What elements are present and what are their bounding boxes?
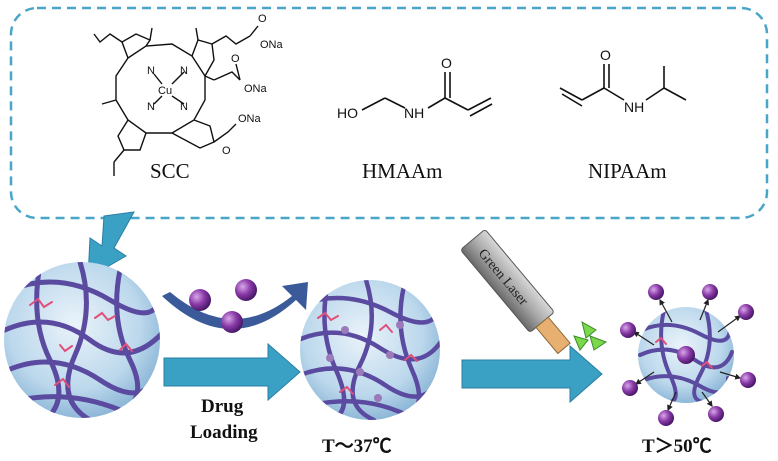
drug-uptake-curve-arrow: [162, 282, 308, 330]
drug-molecule: [620, 322, 636, 338]
hmaam-ho: HO: [337, 105, 358, 121]
drug-molecule: [221, 311, 243, 333]
hydrogel-releasing: [638, 307, 734, 403]
drug-loading-label-line1: Drug: [201, 396, 244, 417]
released-drug-arrows: [632, 298, 742, 412]
scc-ona-2: ONa: [244, 83, 268, 95]
nipaam-label: NIPAAm: [588, 159, 667, 183]
drug-molecule: [658, 410, 674, 426]
nipaam-structure: [559, 64, 687, 107]
nipaam-o: O: [600, 47, 611, 63]
drug-molecule: [189, 289, 211, 311]
scc-oxygen-3: O: [222, 145, 231, 157]
release-temperature-label: T＞50℃: [642, 436, 712, 457]
hmaam-label: HMAAm: [362, 159, 443, 183]
scc-label: SCC: [150, 159, 190, 183]
laser-beam: [573, 320, 608, 351]
monomer-panel-border: [9, 6, 769, 220]
scc-n-2: N: [180, 65, 188, 77]
laser-release-arrow: [461, 344, 603, 404]
drug-molecule: [740, 372, 756, 388]
hydrogel-empty: [4, 262, 160, 418]
released-drug-molecules: [620, 284, 756, 426]
scc-n-1: N: [147, 65, 155, 77]
hmaam-nh: NH: [404, 105, 424, 121]
scc-structure: [93, 25, 259, 176]
hmaam-structure: [361, 72, 493, 117]
hydrogel-loaded: [300, 280, 440, 420]
drug-molecule: [648, 284, 664, 300]
nipaam-nh: NH: [624, 99, 644, 115]
drug-loading-label-line2: Loading: [190, 422, 258, 443]
drug-molecule: [235, 279, 257, 301]
scc-oxygen-1: O: [258, 13, 267, 25]
scc-n-3: N: [147, 101, 155, 113]
drug-molecule: [738, 304, 754, 320]
green-laser: Green Laser: [461, 230, 571, 355]
loaded-temperature-label: T～37℃: [322, 436, 392, 457]
drug-molecule: [702, 284, 718, 300]
scc-ona-3: ONa: [238, 113, 262, 125]
scc-ona-1: ONa: [260, 39, 284, 51]
drug-loading-arrow: [163, 342, 301, 402]
drug-molecule: [708, 406, 724, 422]
scc-oxygen-2: O: [231, 53, 240, 65]
scc-metal-cu: Cu: [158, 85, 172, 97]
hmaam-o: O: [441, 55, 452, 71]
drug-molecule: [622, 380, 638, 396]
scc-n-4: N: [180, 101, 188, 113]
